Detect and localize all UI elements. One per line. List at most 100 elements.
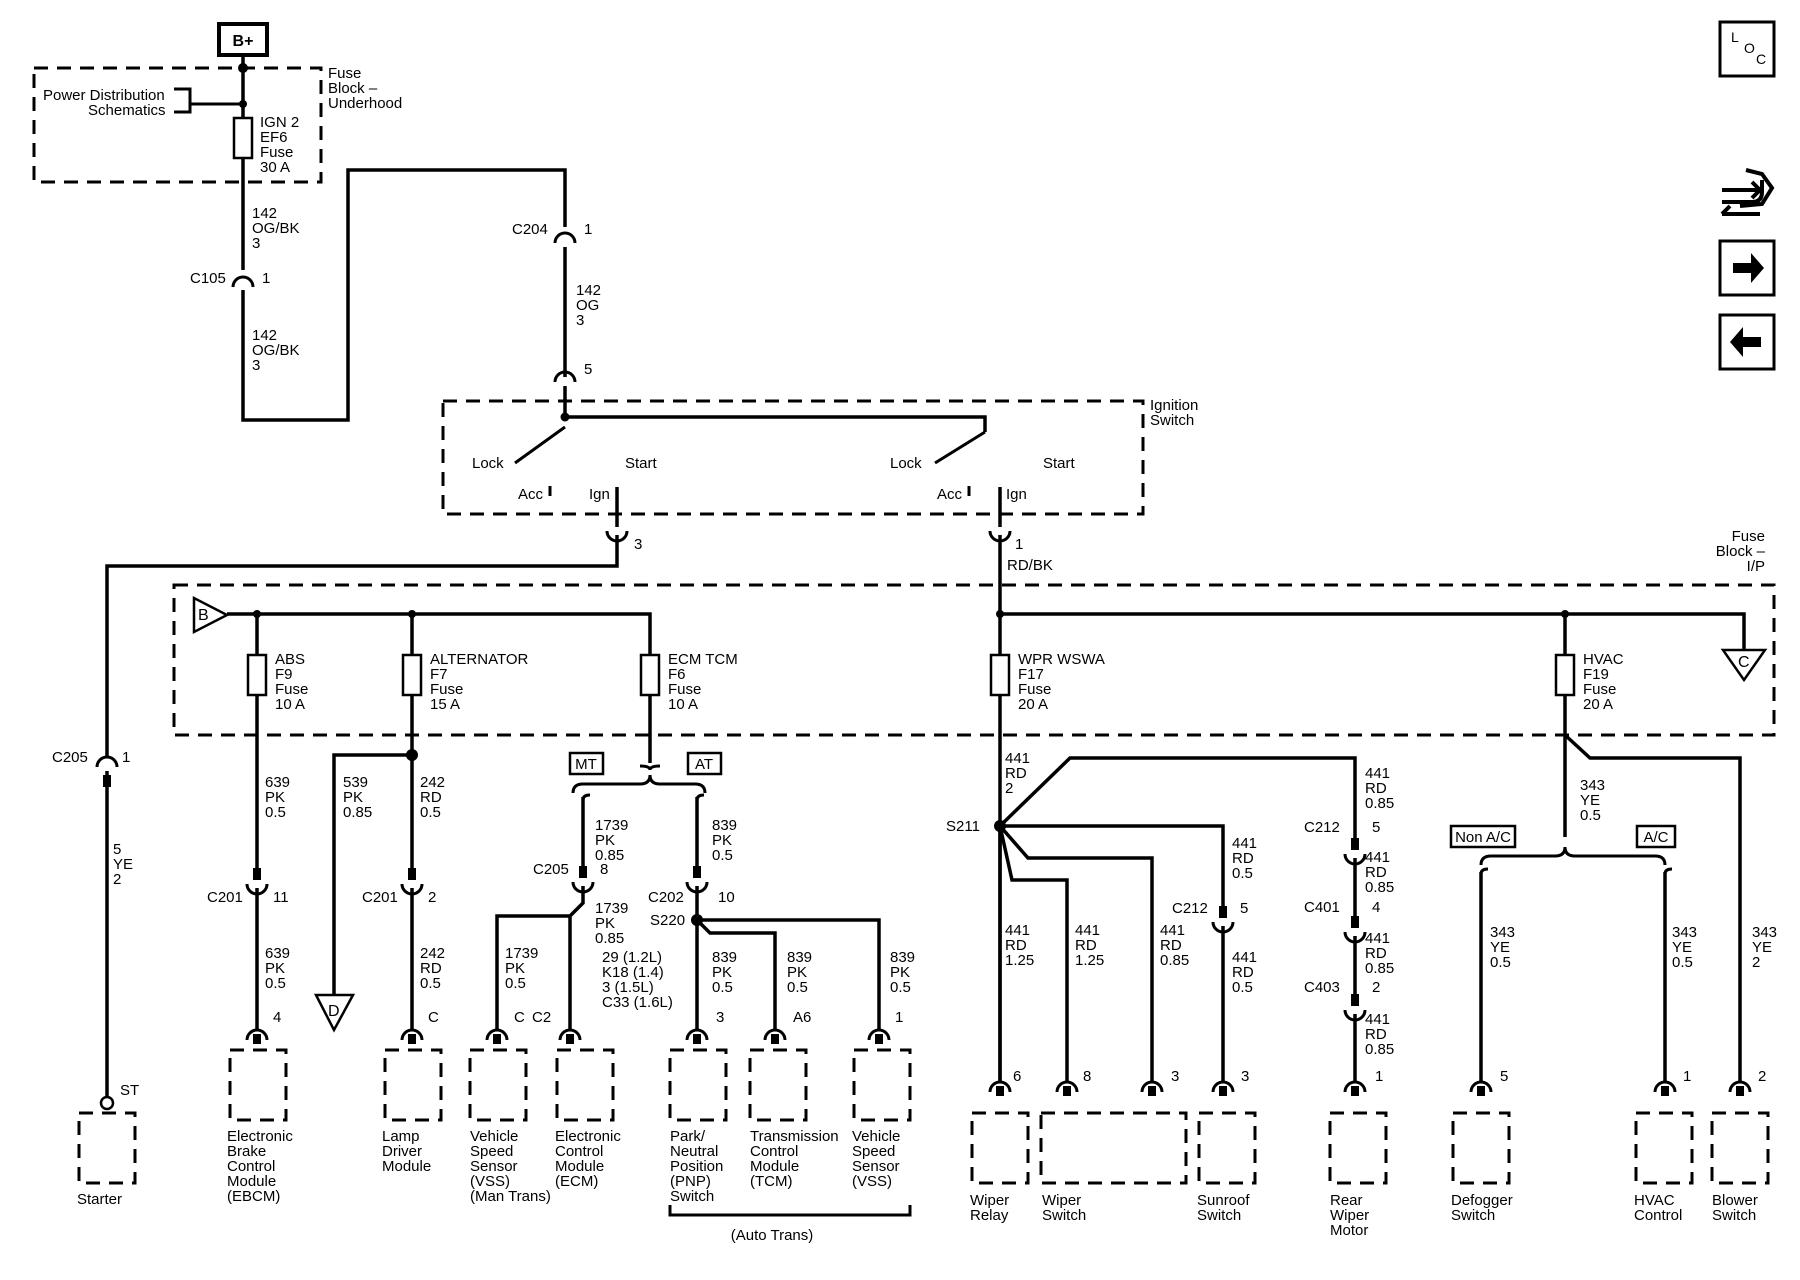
- svg-text:29 (1.2L)K18 (1.4)3 (1.5L)C33: 29 (1.2L)K18 (1.4)3 (1.5L)C33 (1.6L): [602, 949, 673, 1011]
- fuse-block-underhood: [32, 66, 323, 184]
- svg-text:Lock: Lock: [472, 455, 504, 472]
- connector-c201-11: C201: [207, 889, 243, 906]
- svg-text:1: 1: [895, 1009, 903, 1026]
- svg-text:A/C: A/C: [1643, 829, 1668, 846]
- splice-s211: S211: [946, 818, 980, 835]
- fuse-f6: [639, 653, 661, 697]
- pnp-switch: [668, 1048, 728, 1122]
- svg-text:O: O: [1744, 40, 1755, 56]
- connector-c403: C403: [1304, 979, 1340, 996]
- option-at: [686, 751, 723, 776]
- auto-trans-label: (Auto Trans): [731, 1227, 814, 1244]
- wiper-connectors: 6 8 3 3 1: [988, 1068, 1383, 1096]
- battery-source: B+: [217, 22, 269, 57]
- svg-text:AT: AT: [695, 756, 713, 773]
- connector-c201-2: C201: [362, 889, 398, 906]
- tcm: [748, 1048, 808, 1122]
- svg-text:Start: Start: [625, 455, 658, 472]
- svg-text:C: C: [514, 1009, 525, 1026]
- vss-auto-trans: [852, 1048, 912, 1122]
- svg-text:3: 3: [634, 536, 642, 553]
- connector-c205-8: C205: [533, 861, 569, 878]
- svg-text:5: 5: [584, 361, 592, 378]
- svg-text:Acc: Acc: [518, 486, 544, 503]
- svg-text:RD/BK: RD/BK: [1007, 557, 1053, 574]
- splice-s220: S220: [650, 912, 685, 929]
- hvac-connectors: 5 1 2: [1469, 1068, 1766, 1096]
- svg-text:1: 1: [262, 270, 270, 287]
- connector-view-button[interactable]: [1720, 168, 1775, 216]
- svg-text:10: 10: [718, 889, 735, 906]
- arrow-right-icon: [1733, 253, 1764, 283]
- option-mt: [568, 751, 605, 776]
- vss-man-trans: [468, 1048, 528, 1122]
- blower-switch: [1710, 1111, 1770, 1185]
- svg-text:MT: MT: [575, 756, 597, 773]
- svg-text:4: 4: [1372, 899, 1380, 916]
- svg-text:Ign: Ign: [1006, 486, 1027, 503]
- svg-text:C: C: [428, 1009, 439, 1026]
- sunroof-switch: [1197, 1111, 1257, 1185]
- fuse-f19: [1554, 653, 1576, 697]
- connector-c105: C105: [190, 270, 226, 287]
- fuse-ef6: [232, 116, 254, 160]
- prev-page-button[interactable]: [1718, 313, 1776, 371]
- lamp-driver-module: [383, 1048, 443, 1122]
- svg-text:8: 8: [1083, 1068, 1091, 1085]
- svg-text:1: 1: [1683, 1068, 1691, 1085]
- svg-text:5: 5: [1372, 819, 1380, 836]
- svg-text:3: 3: [1171, 1068, 1179, 1085]
- svg-text:D: D: [328, 1003, 340, 1020]
- fuse-f9: [246, 653, 268, 697]
- loc-button[interactable]: L O C: [1718, 20, 1776, 78]
- svg-text:Acc: Acc: [937, 486, 963, 503]
- connector-c205: C205: [52, 749, 88, 766]
- connector-c212-rear: C212: [1304, 819, 1340, 836]
- option-non-ac: [1449, 824, 1517, 849]
- ground-d: [313, 993, 356, 1033]
- svg-text:B+: B+: [233, 33, 254, 50]
- connector-c212-sunroof: C212: [1172, 900, 1208, 917]
- svg-text:C2: C2: [532, 1009, 551, 1026]
- svg-text:C: C: [1738, 654, 1750, 671]
- next-page-button[interactable]: [1718, 239, 1776, 297]
- svg-text:3: 3: [716, 1009, 724, 1026]
- svg-text:5: 5: [1500, 1068, 1508, 1085]
- svg-text:2: 2: [1758, 1068, 1766, 1085]
